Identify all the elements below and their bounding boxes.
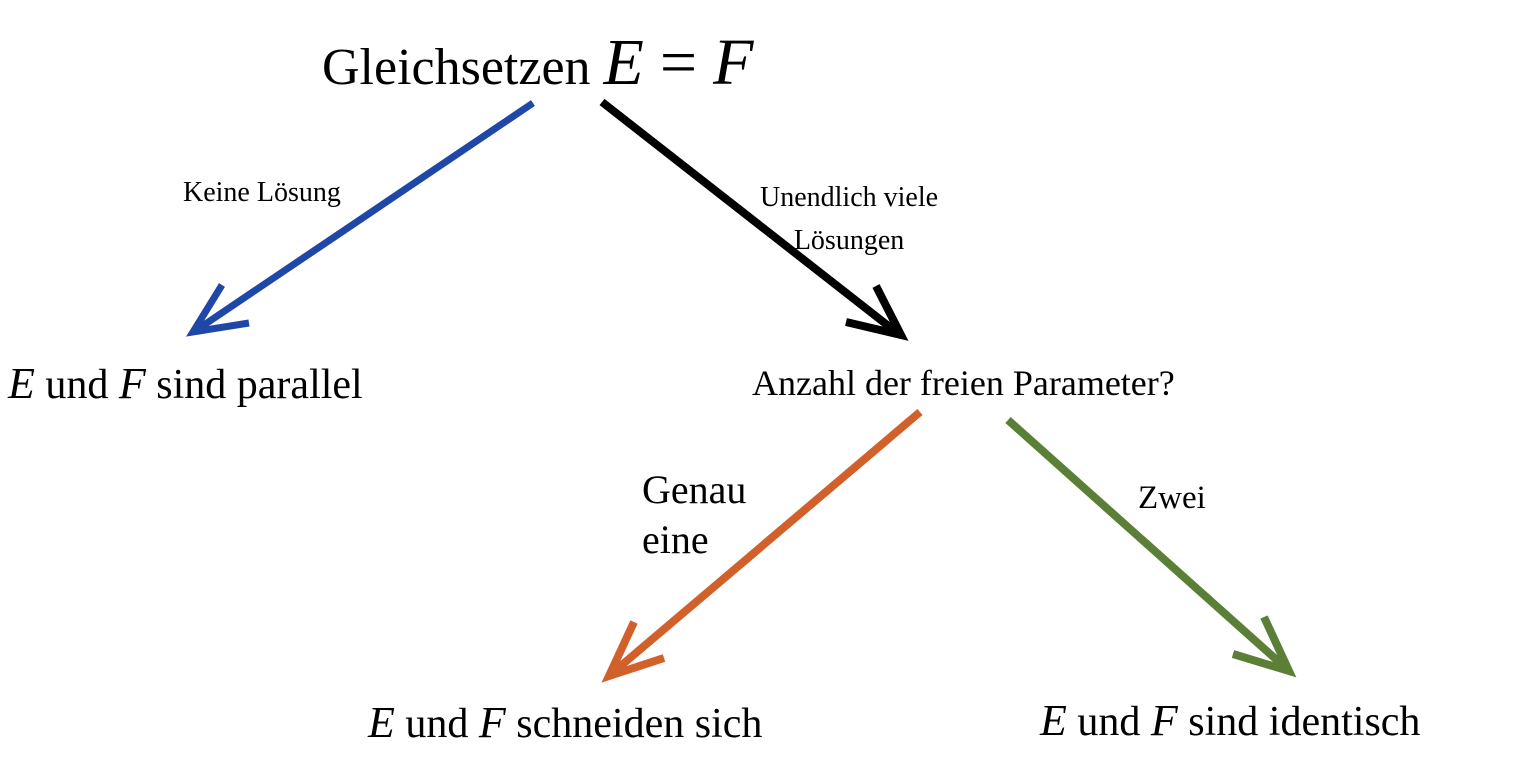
root-prefix: Gleichsetzen — [322, 39, 591, 96]
root-math: E=F — [604, 26, 756, 99]
node-identical-f: F — [1150, 696, 1178, 745]
root-lhs: E — [603, 26, 646, 99]
edge-label-infinite-solutions: Unendlich viele Lösungen — [760, 176, 938, 263]
node-parameter-question: Anzahl der freien Parameter? — [752, 363, 1175, 403]
node-identical: E und F sind identisch — [1040, 696, 1421, 745]
node-parallel-e: E — [8, 359, 35, 408]
arrow-two — [1005, 417, 1297, 678]
node-intersect-text: schneiden sich — [516, 701, 763, 747]
node-parallel-conj: und — [45, 362, 109, 408]
edge-label-infinite-line1: Unendlich viele — [760, 182, 939, 213]
node-parallel: E und F sind parallel — [8, 359, 363, 408]
node-intersect-f: F — [478, 698, 506, 747]
root-equation: Gleichsetzen E=F — [322, 30, 755, 96]
edge-label-infinite-line2: Lösungen — [793, 225, 905, 257]
arrow-no-solution — [186, 100, 535, 337]
root-operator: = — [659, 26, 700, 99]
arrow-infinite-solutions — [599, 98, 909, 341]
root-rhs: F — [713, 26, 756, 99]
node-parallel-text: sind parallel — [156, 362, 363, 408]
arrow-exactly-one — [601, 408, 923, 683]
edge-label-two: Zwei — [1138, 480, 1206, 516]
edge-label-exactly-one-line1: Genau — [642, 467, 747, 512]
node-identical-conj: und — [1077, 699, 1141, 745]
edge-label-no-solution: Keine Lösung — [183, 177, 341, 208]
node-parallel-f: F — [118, 359, 146, 408]
edge-label-exactly-one: Genau eine — [642, 465, 746, 565]
node-identical-e: E — [1040, 696, 1067, 745]
node-intersect-conj: und — [405, 701, 469, 747]
node-intersect-e: E — [368, 698, 395, 747]
node-intersect: E und F schneiden sich — [368, 698, 763, 747]
node-identical-text: sind identisch — [1188, 699, 1421, 745]
edge-label-exactly-one-line2: eine — [642, 517, 709, 562]
